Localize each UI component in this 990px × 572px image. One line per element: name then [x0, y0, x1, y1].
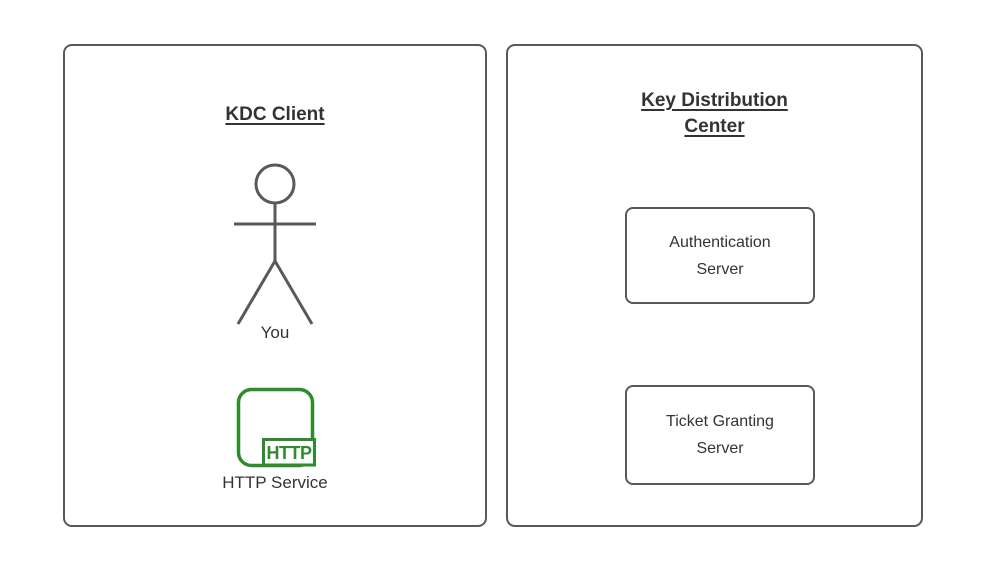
http-badge-text: HTTP — [267, 443, 312, 463]
kdc-client-panel: KDC Client You HTTP HTTP Service — [63, 44, 487, 527]
http-service-label: HTTP Service — [222, 473, 328, 492]
authentication-server-label: Authentication Server — [669, 233, 771, 278]
kdc-client-title: KDC Client — [65, 102, 485, 128]
ticket-granting-server-label: Ticket Granting Server — [666, 413, 774, 457]
ticket-granting-server-box: Ticket Granting Server — [625, 385, 815, 485]
actor-label: You — [260, 323, 290, 342]
person-stick-figure-icon — [234, 163, 316, 325]
kdc-title-text: Key Distribution Center — [641, 90, 788, 137]
http-service-icon: HTTP — [236, 387, 316, 468]
kdc-title: Key Distribution Center — [508, 88, 921, 140]
key-distribution-center-panel: Key Distribution Center Authentication S… — [506, 44, 923, 527]
kdc-client-title-text: KDC Client — [225, 104, 325, 125]
authentication-server-box: Authentication Server — [625, 207, 815, 304]
